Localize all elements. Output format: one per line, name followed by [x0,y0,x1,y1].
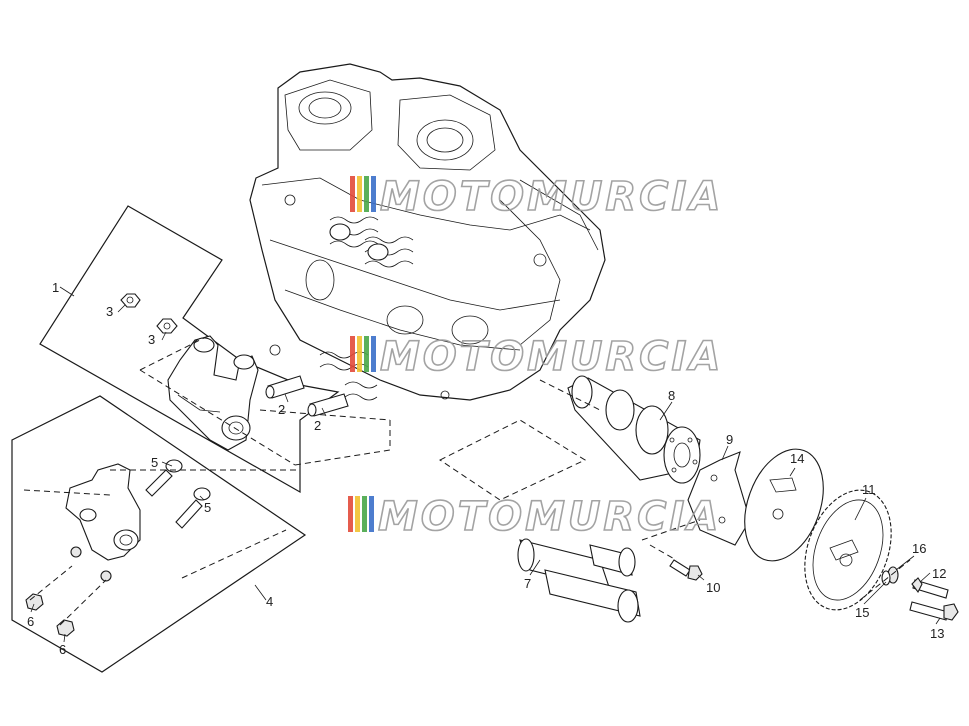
camshaft-8 [567,375,701,484]
rocker-group-upper [39,205,391,494]
callout-5b: 5 [204,500,211,515]
watermark-top: MOTOMURCIA [350,173,723,221]
bolt-12 [911,577,949,599]
bolt-10 [669,559,703,581]
callout-6b: 6 [59,642,66,657]
adjust-screw-5b [175,487,211,529]
callout-3a: 3 [106,304,113,319]
cylinder-head [249,63,606,401]
callout-6a: 6 [27,614,34,629]
callout-14: 14 [790,451,804,466]
callout-2b: 2 [314,418,321,433]
cam-plate-9 [687,451,751,546]
valve-springs [319,216,414,401]
rocker-group-lower [11,395,307,673]
callout-11: 11 [862,482,876,497]
leader-lines [30,304,941,643]
callout-7: 7 [524,576,531,591]
nut-3a [120,293,141,308]
watermark-text-bottom: MOTOMURCIA [378,494,721,540]
callout-16: 16 [912,541,926,556]
callout-5a: 5 [151,455,158,470]
cam-sprocket-11 [804,489,892,611]
nut-3b [156,318,178,334]
bolt-13 [909,601,959,621]
callout-2a: 2 [278,402,285,417]
callout-15: 15 [855,605,869,620]
nut-6b [56,619,75,637]
watermark-middle: MOTOMURCIA [350,333,723,381]
callout-4: 4 [266,594,273,609]
callout-12: 12 [932,566,946,581]
callout-8: 8 [668,388,675,403]
callout-1: 1 [52,280,59,295]
rocker-arm-lower [65,463,141,582]
watermark-text-middle: MOTOMURCIA [380,334,723,380]
rocker-shaft-2b [307,393,349,417]
nut-6a [25,593,44,611]
rocker-pins-7 [517,538,641,623]
adjust-screw-5a [145,459,183,497]
callout-13: 13 [930,626,944,641]
washer-15 [881,570,891,586]
cam-disc-14 [744,448,824,562]
callout-9: 9 [726,432,733,447]
watermark-bottom: MOTOMURCIA [348,493,721,541]
watermark-text-top: MOTOMURCIA [380,174,723,220]
rocker-shaft-2a [265,375,305,399]
callout-3b: 3 [148,332,155,347]
rocker-arm-upper [167,335,259,451]
callout-10: 10 [706,580,720,595]
